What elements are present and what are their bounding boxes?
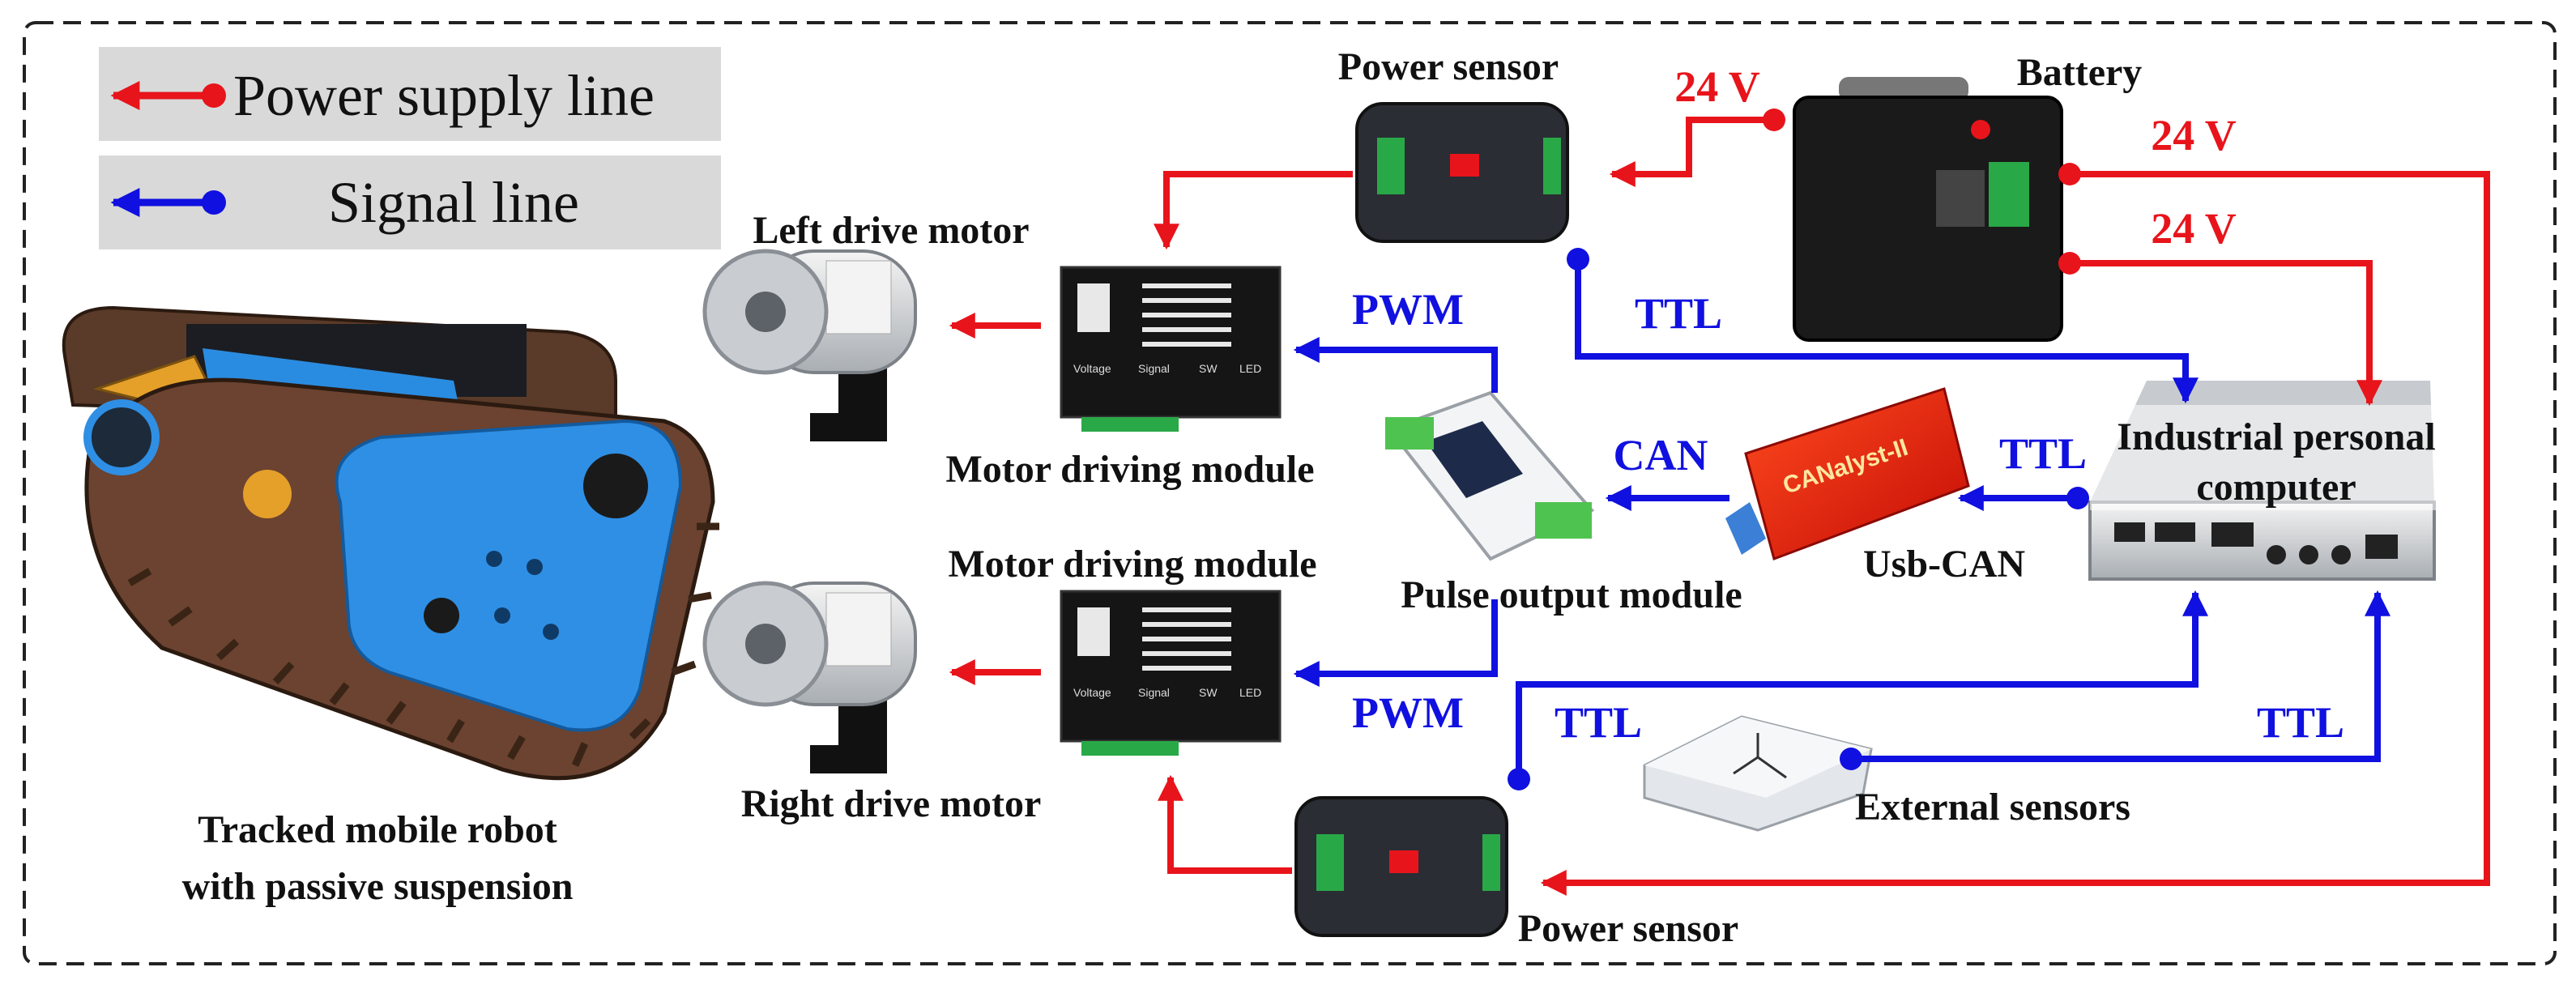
signal-line-external-to-ipc — [1851, 590, 2390, 762]
power-line-battery-to-sensor-bottom — [1540, 171, 2490, 896]
legend: Power supply line Signal line — [99, 47, 721, 249]
label-ttl-bottom-right: TTL — [2257, 698, 2344, 747]
driver-bottom-voltage-tag: Voltage — [1073, 686, 1111, 699]
signal-lines — [1293, 259, 2390, 779]
label-can: CAN — [1614, 431, 1708, 479]
signal-line-pwm-bottom — [1293, 599, 1498, 687]
tracked-robot-image — [62, 305, 719, 781]
right-motor-label: Right drive motor — [741, 782, 1042, 825]
motor-driver-bottom-image: Voltage Signal SW LED — [1060, 590, 1282, 756]
power-sensor-bottom-label: Power sensor — [1518, 907, 1738, 950]
power-line-dots — [1763, 109, 2081, 275]
usb-can-label: Usb-CAN — [1863, 543, 2025, 586]
driver-bottom-sw-tag: SW — [1199, 686, 1218, 699]
external-sensors-label: External sensors — [1855, 786, 2130, 829]
pulse-module-label: Pulse output module — [1401, 573, 1742, 616]
external-sensors-image — [1643, 715, 1873, 832]
ipc-label-line1: Industrial personal — [2117, 415, 2435, 458]
label-24v-a: 24 V — [1674, 62, 1760, 111]
label-pwm-top: PWM — [1352, 285, 1464, 334]
left-motor-label: Left drive motor — [753, 209, 1029, 252]
legend-power-label: Power supply line — [233, 63, 655, 128]
label-24v-b: 24 V — [2151, 111, 2237, 160]
driver-top-led-tag: LED — [1239, 362, 1261, 375]
power-sensor-top-label: Power sensor — [1338, 45, 1559, 88]
driver-top-voltage-tag: Voltage — [1073, 362, 1111, 375]
pulse-output-module-image — [1385, 390, 1595, 561]
driver-bottom-label: Motor driving module — [948, 543, 1316, 586]
label-ttl-usb: TTL — [1999, 429, 2087, 478]
motor-driver-top-image: Voltage Signal SW LED — [1060, 266, 1282, 432]
legend-signal-label: Signal line — [328, 170, 579, 235]
power-line-battery-to-sensor-top — [1609, 117, 1774, 187]
legend-signal-dot — [202, 190, 226, 215]
signal-line-sensor-bottom-to-ipc — [1516, 590, 2208, 779]
outer-dashed-border — [23, 21, 2557, 965]
driver-bottom-signal-tag: Signal — [1138, 686, 1170, 699]
signal-line-sensor-top-to-ipc — [1575, 259, 2199, 404]
robot-label-line1: Tracked mobile robot — [198, 808, 557, 851]
driver-top-label: Motor driving module — [945, 448, 1314, 491]
legend-power-dot — [202, 83, 226, 108]
signal-line-pwm-top — [1293, 337, 1498, 393]
usb-can-image: CANalyst-II — [1725, 387, 1970, 560]
power-lines — [949, 117, 2490, 896]
label-24v-c: 24 V — [2151, 204, 2237, 253]
battery-label: Battery — [2017, 51, 2143, 94]
robot-label-line2: with passive suspension — [182, 865, 574, 908]
right-drive-motor-image — [702, 581, 917, 773]
power-line-sensor-top-to-driver-top — [1154, 171, 1353, 250]
power-sensor-top-image — [1355, 102, 1569, 243]
left-drive-motor-image — [702, 249, 917, 441]
label-ttl-bottom-left: TTL — [1555, 698, 1642, 747]
ipc-label-line2: computer — [2196, 466, 2356, 509]
label-pwm-bottom: PWM — [1352, 688, 1464, 737]
power-line-battery-to-ipc — [2070, 260, 2382, 407]
driver-top-sw-tag: SW — [1199, 362, 1218, 375]
driver-bottom-led-tag: LED — [1239, 686, 1261, 699]
driver-top-signal-tag: Signal — [1138, 362, 1170, 375]
power-line-sensor-bottom-to-driver-bottom — [1158, 774, 1292, 874]
label-ttl-top: TTL — [1635, 289, 1722, 338]
power-sensor-bottom-image — [1294, 796, 1508, 937]
signal-line-dots — [1508, 248, 2089, 790]
battery-image — [1793, 77, 2063, 342]
